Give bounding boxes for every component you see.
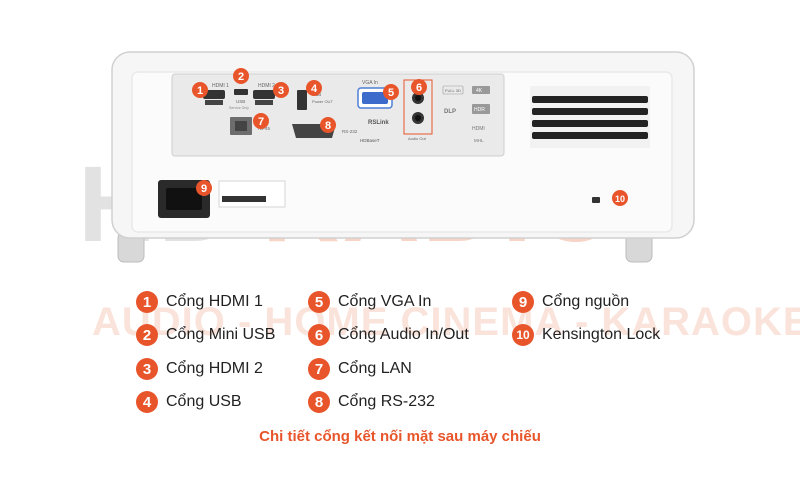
callout-6-number: 6 bbox=[416, 82, 422, 94]
legend-label-9: Cổng nguồn bbox=[542, 293, 630, 310]
usb-power-port-sublabel: Power OUT bbox=[312, 99, 333, 104]
full3d-logo: FULL 3D bbox=[445, 88, 461, 93]
legend-label-4: Cổng USB bbox=[166, 393, 242, 410]
callout-4: 4 bbox=[306, 80, 322, 96]
legend-item-7: 7 Cổng LAN bbox=[308, 356, 412, 382]
legend-badge-4: 4 bbox=[136, 391, 158, 413]
legend-badge-8: 8 bbox=[308, 391, 330, 413]
hdmi1-port-label: HDMI 1 bbox=[212, 83, 229, 89]
callout-6: 6 bbox=[411, 79, 427, 95]
projector-rear-view: HDMI 1 USB Service Only HDMI 2 USB Power… bbox=[111, 51, 695, 263]
mhl-logo: MHL bbox=[474, 138, 484, 143]
callout-3: 3 bbox=[273, 82, 289, 98]
hdmi-logo: HDMI bbox=[472, 126, 485, 132]
legend-label-3: Cổng HDMI 2 bbox=[166, 360, 263, 377]
callout-8-number: 8 bbox=[325, 120, 331, 132]
callout-9: 9 bbox=[196, 180, 212, 196]
legend-badge-9: 9 bbox=[512, 291, 534, 313]
legend-label-10: Kensington Lock bbox=[542, 326, 661, 343]
projector-feet bbox=[117, 231, 653, 263]
hdmi1-port: HDMI 1 bbox=[203, 83, 229, 105]
hdmi2-port: HDMI 2 bbox=[253, 83, 275, 105]
hdbaset-block: RSLink HDBaseT bbox=[360, 120, 389, 143]
legend-item-9: 9 Cổng nguồn bbox=[512, 289, 629, 315]
feature-logos: FULL 3D 4K DLP HDR HDMI MHL bbox=[442, 85, 490, 143]
legend-item-4: 4 Cổng USB bbox=[136, 389, 242, 415]
lan-port-label: RJ-45 bbox=[258, 126, 271, 131]
callout-8: 8 bbox=[320, 117, 336, 133]
mini-usb-port: USB Service Only bbox=[229, 89, 249, 110]
callout-10: 10 bbox=[612, 190, 628, 206]
legend-item-6: 6 Cổng Audio In/Out bbox=[308, 322, 469, 348]
legend-label-1: Cổng HDMI 1 bbox=[166, 293, 263, 310]
callout-10-number: 10 bbox=[615, 194, 625, 204]
vent-grille bbox=[530, 86, 650, 148]
callout-2: 2 bbox=[233, 68, 249, 84]
legend-badge-7: 7 bbox=[308, 358, 330, 380]
watermark-tagline: AUDIO - HOME CINEMA - KARAOKE bbox=[92, 300, 800, 344]
legend-label-6: Cổng Audio In/Out bbox=[338, 326, 469, 343]
rs232-port-label: RS-232 bbox=[342, 129, 358, 134]
vga-port-label: VGA In bbox=[362, 80, 378, 86]
legend-badge-3: 3 bbox=[136, 358, 158, 380]
rslink-logo: RSLink bbox=[368, 120, 389, 126]
hdr-logo: HDR bbox=[474, 107, 485, 113]
dlp-logo: DLP bbox=[444, 109, 456, 115]
legend-label-5: Cổng VGA In bbox=[338, 293, 432, 310]
hdbaset-logo: HDBaseT bbox=[360, 138, 380, 143]
legend-item-2: 2 Cổng Mini USB bbox=[136, 322, 275, 348]
hdmi2-port-label: HDMI 2 bbox=[258, 83, 275, 89]
callout-1-number: 1 bbox=[197, 85, 203, 97]
legend-item-1: 1 Cổng HDMI 1 bbox=[136, 289, 263, 315]
legend-item-3: 3 Cổng HDMI 2 bbox=[136, 356, 263, 382]
legend-label-8: Cổng RS-232 bbox=[338, 393, 435, 410]
audio-out-label: Audio Out bbox=[408, 136, 427, 141]
callout-3-number: 3 bbox=[278, 85, 284, 97]
mini-usb-port-sublabel: Service Only bbox=[229, 106, 249, 110]
legend-badge-5: 5 bbox=[308, 291, 330, 313]
legend-badge-6: 6 bbox=[308, 324, 330, 346]
legend-item-5: 5 Cổng VGA In bbox=[308, 289, 431, 315]
legend-item-10: 10 Kensington Lock bbox=[512, 322, 660, 348]
callout-2-number: 2 bbox=[238, 71, 244, 83]
callout-5: 5 bbox=[383, 84, 399, 100]
callout-1: 1 bbox=[192, 82, 208, 98]
callout-9-number: 9 bbox=[201, 183, 207, 195]
callout-4-number: 4 bbox=[311, 83, 318, 95]
product-label bbox=[218, 180, 286, 208]
legend-badge-10: 10 bbox=[512, 324, 534, 346]
res-4k-logo: 4K bbox=[476, 88, 483, 94]
mini-usb-port-label: USB bbox=[236, 99, 245, 104]
figure-caption: Chi tiết cổng kết nối mặt sau máy chiếu bbox=[259, 428, 541, 445]
legend-label-7: Cổng LAN bbox=[338, 360, 412, 377]
kensington-slot bbox=[592, 197, 600, 203]
legend-item-8: 8 Cổng RS-232 bbox=[308, 389, 435, 415]
power-inlet bbox=[158, 180, 286, 218]
callout-5-number: 5 bbox=[388, 87, 394, 99]
callout-7: 7 bbox=[253, 113, 269, 129]
callout-7-number: 7 bbox=[258, 116, 264, 128]
legend-badge-2: 2 bbox=[136, 324, 158, 346]
legend-badge-1: 1 bbox=[136, 291, 158, 313]
legend-label-2: Cổng Mini USB bbox=[166, 326, 276, 343]
lan-port: RJ-45 bbox=[230, 117, 271, 135]
